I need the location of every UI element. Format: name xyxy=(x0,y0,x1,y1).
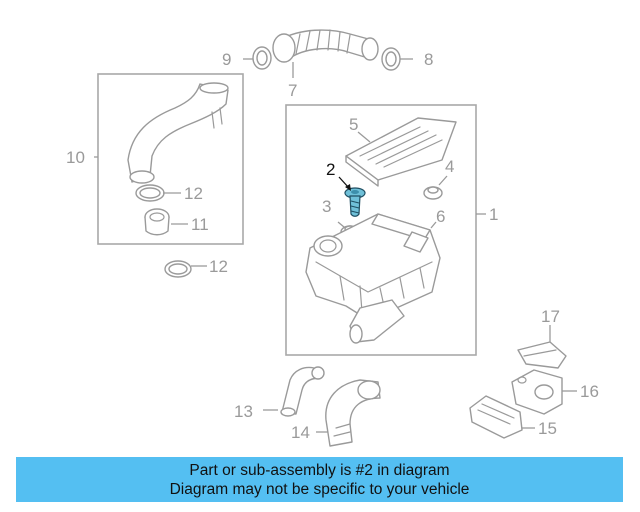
bolt-part-2-highlighted xyxy=(344,187,366,217)
banner-line-part-number: Part or sub-assembly is #2 in diagram xyxy=(189,462,450,479)
banner-line-disclaimer: Diagram may not be specific to your vehi… xyxy=(169,481,470,498)
callout-12-lower: 12 xyxy=(209,257,228,276)
duct-part-17 xyxy=(517,341,567,369)
callout-2: 2 xyxy=(326,160,335,179)
intake-duct-part-15 xyxy=(469,395,523,439)
callout-12-upper: 12 xyxy=(184,184,203,203)
seal-part-11 xyxy=(144,208,170,236)
resonator-part-16 xyxy=(511,369,563,415)
duct-part-14 xyxy=(325,379,381,447)
callout-13: 13 xyxy=(234,402,253,421)
clamp-part-12-upper xyxy=(135,184,165,202)
sub-assembly-box-1 xyxy=(285,104,477,356)
sub-assembly-box-10 xyxy=(97,73,244,245)
callout-9: 9 xyxy=(222,50,231,69)
callout-8: 8 xyxy=(424,50,433,69)
callout-6: 6 xyxy=(436,207,445,226)
callout-16: 16 xyxy=(580,382,599,401)
intake-pipe-part-10 xyxy=(127,82,229,184)
flex-hose-part-7 xyxy=(272,29,379,63)
callout-3: 3 xyxy=(322,197,331,216)
clamp-part-12-lower xyxy=(164,260,192,278)
parts-diagram: 1 2 3 4 5 6 7 8 9 10 11 12 12 13 14 15 1… xyxy=(66,29,599,447)
clamp-part-8 xyxy=(381,47,401,71)
callout-17: 17 xyxy=(541,307,560,326)
callout-10: 10 xyxy=(66,148,85,167)
housing-part-6 xyxy=(305,213,441,344)
callout-7: 7 xyxy=(288,81,297,100)
callout-4: 4 xyxy=(445,157,454,176)
info-banner: Part or sub-assembly is #2 in diagram Di… xyxy=(16,457,623,502)
clamp-part-9 xyxy=(252,46,272,70)
callout-1: 1 xyxy=(489,205,498,224)
callout-5: 5 xyxy=(349,115,358,134)
callout-11: 11 xyxy=(191,215,209,234)
grommet-part-4 xyxy=(423,186,443,200)
hose-part-13 xyxy=(280,366,325,417)
filter-element-part-5 xyxy=(345,117,457,187)
callout-15: 15 xyxy=(538,419,557,438)
callout-14: 14 xyxy=(291,423,310,442)
